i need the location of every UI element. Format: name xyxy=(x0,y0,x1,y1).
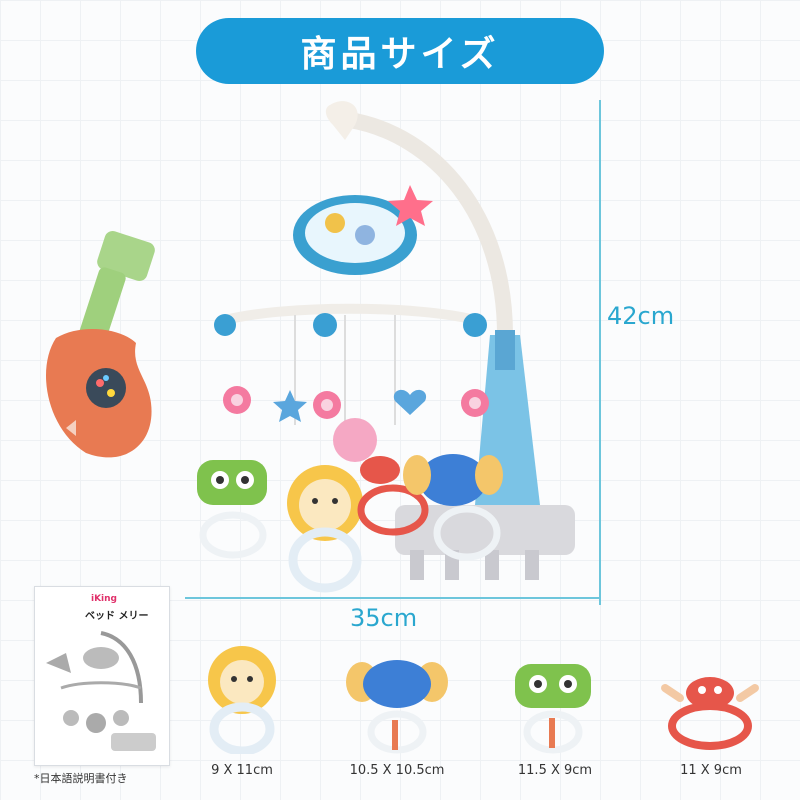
lion-rattle-image xyxy=(208,646,276,754)
crab-rattle-size: 11 X 9cm xyxy=(680,763,742,778)
manual-brand: iKing xyxy=(91,594,117,604)
width-label: 35cm xyxy=(350,604,418,632)
elephant-rattle-image xyxy=(346,660,448,754)
manual-illustration xyxy=(46,631,156,751)
height-dimension-line xyxy=(599,100,601,605)
page-title: 商品サイズ xyxy=(196,18,604,84)
owl-rattle-image xyxy=(515,664,591,754)
height-label: 42cm xyxy=(607,302,675,330)
manual-note: *日本語説明書付き xyxy=(34,772,128,785)
instruction-manual: iKing ベッド メリー xyxy=(34,586,170,766)
crab-rattle-image xyxy=(661,677,759,750)
crib-mobile-image xyxy=(197,101,575,593)
guitar-toy-image xyxy=(46,231,155,458)
lion-rattle-size: 9 X 11cm xyxy=(211,763,273,778)
elephant-rattle-size: 10.5 X 10.5cm xyxy=(349,763,445,778)
manual-title: ベッド メリー xyxy=(85,611,149,622)
owl-rattle-size: 11.5 X 9cm xyxy=(517,763,593,778)
width-dimension-line xyxy=(185,597,600,599)
